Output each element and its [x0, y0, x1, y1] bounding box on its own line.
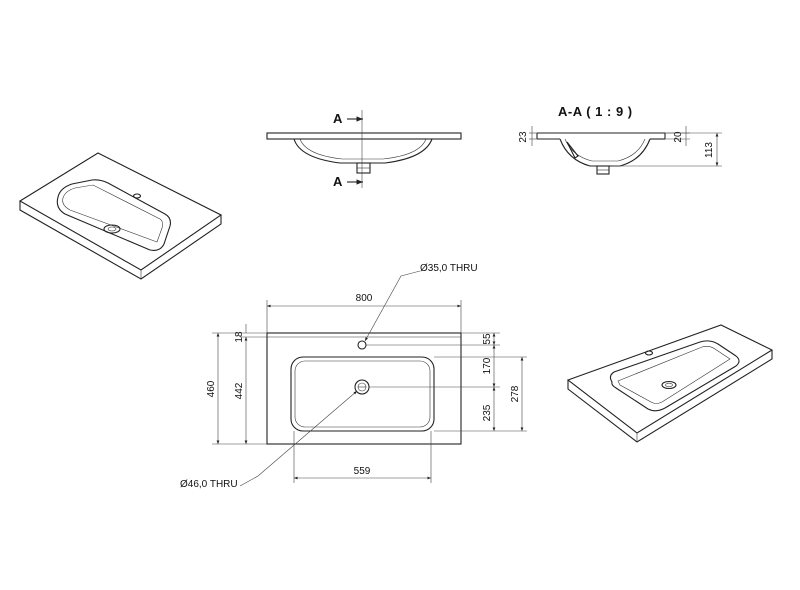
section-view: A-A ( 1 : 9 ) 23 20 113 [518, 104, 722, 175]
dim-depth: 113 [704, 142, 715, 158]
dim-tap-offset: 55 [482, 333, 493, 345]
dim-bowl-width: 559 [354, 466, 371, 477]
section-marker-bottom: A [333, 174, 343, 189]
dim-inner-depth: 442 [234, 382, 245, 399]
section-title: A-A ( 1 : 9 ) [558, 104, 633, 119]
dim-overall-width: 800 [356, 293, 373, 304]
isometric-view-right [566, 324, 774, 443]
tap-hole-callout: Ø35,0 THRU [420, 263, 478, 274]
dim-overall-depth: 460 [206, 380, 217, 397]
dim-back-offset: 18 [234, 331, 245, 343]
dim-left-thickness: 23 [518, 131, 529, 143]
drain-hole-callout: Ø46,0 THRU [180, 479, 238, 490]
dim-right-thickness: 20 [673, 131, 684, 143]
section-marker-top: A [333, 111, 343, 126]
dim-bowl-front: 235 [482, 404, 493, 421]
dim-bowl-depth: 278 [510, 385, 521, 402]
plan-view: 800 559 460 442 18 55 170 235 278 Ø35,0 … [180, 263, 527, 490]
dim-hole-to-tap: 170 [482, 357, 493, 374]
isometric-view-left [18, 152, 223, 280]
front-view: A A [266, 110, 462, 189]
